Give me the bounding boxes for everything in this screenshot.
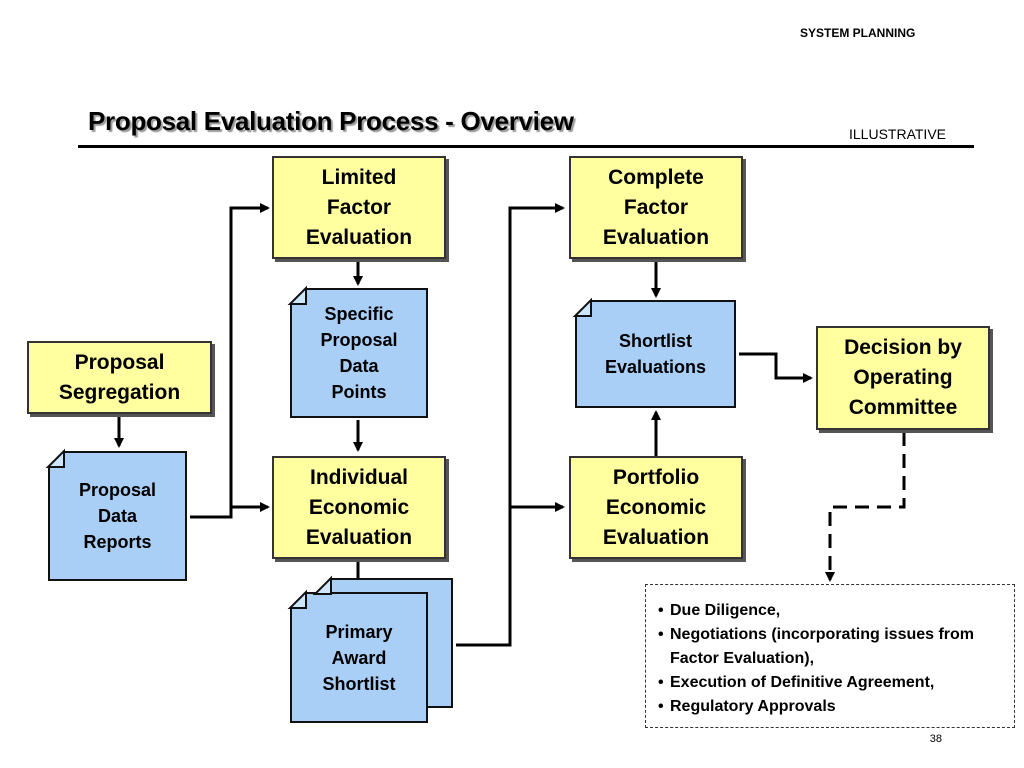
portfolio-economic-evaluation-box: Portfolio Economic Evaluation (569, 456, 743, 559)
primary-award-shortlist-doc: Primary Award Shortlist (290, 592, 428, 723)
shortlist-evaluations-label: Shortlist Evaluations (604, 331, 707, 377)
arrow-primary-to-complete (456, 203, 565, 647)
individual-economic-evaluation-label: Individual Economic Evaluation (305, 465, 413, 549)
title-divider (78, 145, 974, 148)
next-steps-list: Due Diligence, Negotiations (incorporati… (658, 599, 1004, 719)
note-item: Regulatory Approvals (658, 695, 1004, 719)
note-item: Negotiations (incorporating issues from … (658, 623, 1004, 671)
decision-label: Decision by Operating Committee (844, 336, 962, 419)
proposal-segregation-label: Proposal Segregation (58, 350, 181, 404)
page-number: 38 (929, 733, 942, 745)
arrow-reports-to-limited (190, 203, 270, 519)
decision-box: Decision by Operating Committee (816, 326, 990, 430)
specific-proposal-data-points-label: Specific Proposal Data Points (320, 304, 398, 402)
limited-factor-evaluation-box: Limited Factor Evaluation (272, 156, 446, 259)
illustrative-tag: ILLUSTRATIVE (849, 126, 946, 142)
complete-factor-evaluation-box: Complete Factor Evaluation (569, 156, 743, 259)
arrow-shortlist-to-decision (739, 352, 813, 383)
complete-factor-evaluation-label: Complete Factor Evaluation (602, 165, 710, 249)
arrow-decision-to-notes (825, 432, 906, 582)
section-header: SYSTEM PLANNING (800, 26, 916, 40)
specific-proposal-data-points-doc: Specific Proposal Data Points (290, 288, 428, 418)
portfolio-economic-evaluation-label: Portfolio Economic Evaluation (602, 465, 710, 549)
limited-factor-evaluation-label: Limited Factor Evaluation (305, 165, 413, 249)
shortlist-evaluations-doc: Shortlist Evaluations (575, 300, 736, 408)
note-item: Execution of Definitive Agreement, (658, 671, 1004, 695)
page-title: Proposal Evaluation Process - Overview (88, 106, 574, 136)
proposal-data-reports-doc: Proposal Data Reports (48, 451, 187, 581)
proposal-segregation-box: Proposal Segregation (27, 341, 212, 414)
primary-award-shortlist-label: Primary Award Shortlist (322, 621, 396, 694)
proposal-data-reports-label: Proposal Data Reports (78, 480, 157, 552)
next-steps-notes: Due Diligence, Negotiations (incorporati… (645, 584, 1015, 728)
note-item: Due Diligence, (658, 599, 1004, 623)
individual-economic-evaluation-box: Individual Economic Evaluation (272, 456, 446, 559)
